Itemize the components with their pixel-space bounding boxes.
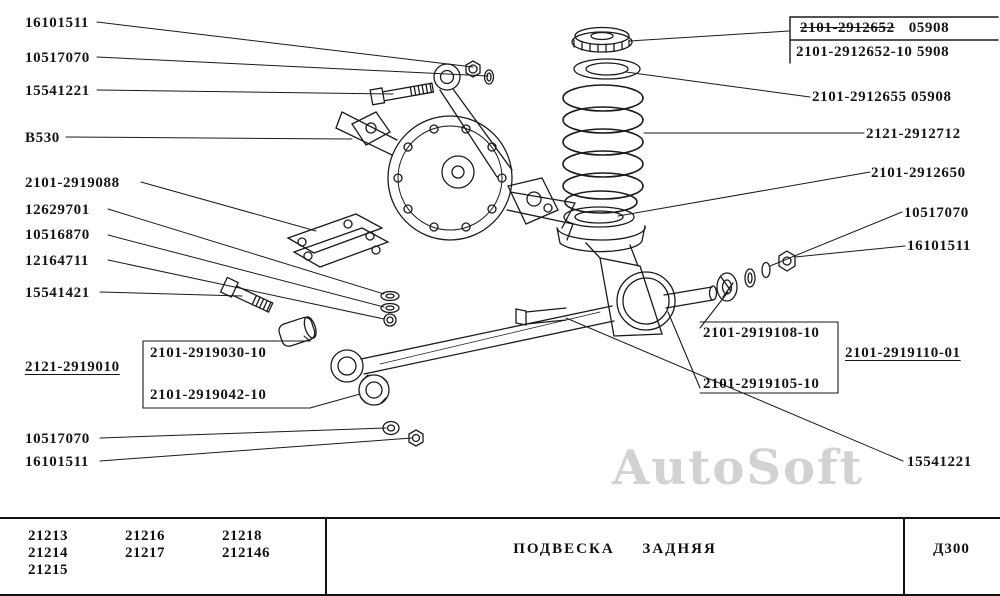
upper-arm-washer (483, 69, 495, 85)
bottom-washer (382, 420, 400, 436)
spring-cap (571, 26, 633, 53)
model-code: 21213 (28, 528, 68, 544)
pivot-pin-hardware (663, 250, 796, 309)
mid-bolt (219, 276, 274, 313)
part-label-2912712-spring: 2121-2912712 (866, 126, 961, 142)
part-label-10517070-bottom: 10517070 (25, 431, 90, 447)
hatched-bushing (358, 374, 390, 406)
callout-code: 05908 (908, 20, 950, 36)
part-label-washer-top: 10517070 (25, 50, 90, 66)
pivot-nut (778, 250, 796, 272)
lower-trailing-arm (330, 242, 676, 383)
arm-pivot-bolt (515, 308, 527, 326)
model-code: 21214 (28, 545, 68, 561)
part-label-nut-top: 16101511 (25, 15, 89, 31)
shock-bracket (507, 177, 559, 225)
part-label-10516870: 10516870 (25, 227, 90, 243)
part-label-2919105: 2101-2919105-10 (703, 376, 820, 392)
spring-insulator-upper (573, 58, 641, 80)
group-bracket-right (667, 291, 839, 394)
model-code: 212146 (222, 545, 270, 561)
part-label-bracket-2919088: 2101-2919088 (25, 175, 120, 191)
model-code: 21215 (28, 562, 68, 578)
footer-models-col1: 21213 21214 21215 (28, 528, 68, 579)
upper-arm-bolt (369, 82, 435, 106)
left-hardware (219, 276, 400, 347)
part-label-12164711: 12164711 (25, 253, 89, 269)
arm-bushing (716, 272, 738, 302)
spring-insulator-lower (556, 206, 646, 253)
leader-lines (65, 21, 906, 462)
model-code: 21216 (125, 528, 165, 544)
footer-divider-left (325, 517, 327, 596)
model-code: 21218 (222, 528, 262, 544)
footer-models-col3: 21218 212146 (222, 528, 270, 562)
coil-spring (562, 84, 644, 214)
upper-arm (369, 60, 513, 178)
part-label-15541421: 15541421 (25, 285, 90, 301)
part-label-b530: В530 (25, 130, 60, 146)
watermark-autosoft: AutoSoft (612, 440, 864, 496)
part-label-15541221-right: 15541221 (907, 454, 972, 470)
part-label-2919110: 2101-2919110-01 (845, 345, 961, 361)
callout-box-lines (789, 16, 999, 64)
upper-arm-nut (465, 60, 481, 78)
part-label-16101511-bottom: 16101511 (25, 454, 89, 470)
part-label-2919030: 2101-2919030-10 (150, 345, 267, 361)
footer-models-col2: 21216 21217 (125, 528, 165, 562)
bottom-hardware (358, 374, 424, 447)
footer-divider-right (903, 517, 905, 596)
cylinder-bushing (278, 316, 317, 347)
part-label-10517070-right: 10517070 (904, 205, 969, 221)
part-label-2912655: 2101-2912655 05908 (812, 89, 952, 105)
callout-row2: 2101-2912652-10 5908 (796, 44, 950, 60)
part-label-2919108: 2101-2919108-10 (703, 325, 820, 341)
axle-housing (335, 111, 576, 241)
footer-sheet-code: Д300 (933, 541, 970, 557)
callout-superseded-part: 2101-2912652 (800, 20, 895, 36)
part-label-12629701: 12629701 (25, 202, 90, 218)
model-code: 21217 (125, 545, 165, 561)
part-label-16101511-right: 16101511 (907, 238, 971, 254)
part-label-arm-2919010: 2121-2919010 (25, 359, 120, 375)
callout-row1: 2101-2912652 05908 (800, 19, 949, 37)
title-block: 21213 21214 21215 21216 21217 21218 2121… (0, 517, 1000, 596)
bottom-nut (408, 429, 424, 447)
part-label-2912650: 2101-2912650 (871, 165, 966, 181)
bracket-plates-2919088 (286, 213, 390, 268)
part-label-2919042: 2101-2919042-10 (150, 387, 267, 403)
part-label-bolt-top: 15541221 (25, 83, 90, 99)
footer-title: ПОДВЕСКА ЗАДНЯЯ (513, 541, 717, 557)
